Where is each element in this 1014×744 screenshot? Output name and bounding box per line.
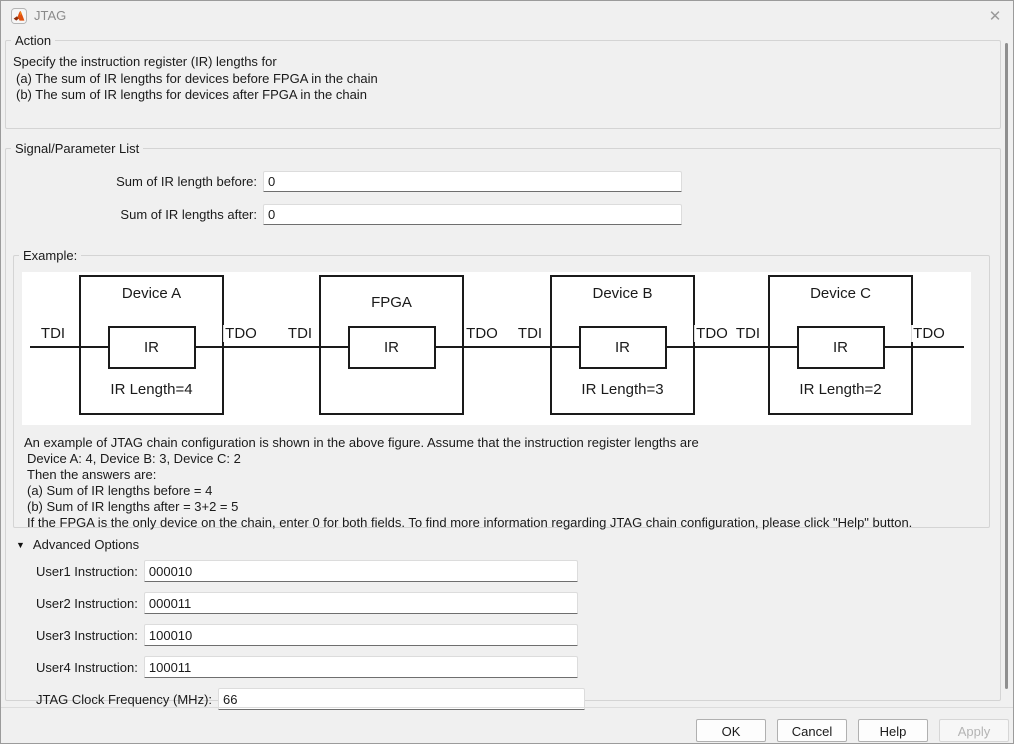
device-b-name: Device B <box>592 285 653 302</box>
close-button[interactable]: ✕ <box>983 5 1007 27</box>
window-title: JTAG <box>34 8 67 23</box>
tdi-label: TDI <box>285 325 315 342</box>
example-note-line: If the FPGA is the only device on the ch… <box>27 515 913 530</box>
tdo-label: TDO <box>464 325 500 342</box>
example-group: Example: Device A IR IR Length=4 FPGA IR <box>13 248 990 531</box>
close-icon: ✕ <box>988 8 1002 25</box>
example-note-line: (b) Sum of IR lengths after = 3+2 = 5 <box>27 499 239 514</box>
example-note-line: Device A: 4, Device B: 3, Device C: 2 <box>27 451 241 466</box>
user3-instruction-row: User3 Instruction: <box>36 624 578 646</box>
matlab-icon <box>11 8 27 24</box>
fpga-name: FPGA <box>371 294 412 311</box>
user3-instruction-label: User3 Instruction: <box>36 627 138 643</box>
action-text-line: (b) The sum of IR lengths for devices af… <box>16 87 367 102</box>
example-notes: An example of JTAG chain configuration i… <box>24 435 912 531</box>
example-note-line: (a) Sum of IR lengths before = 4 <box>27 483 213 498</box>
tdo-label: TDO <box>911 325 947 342</box>
tdi-label: TDI <box>515 325 545 342</box>
jtag-clock-frequency-row: JTAG Clock Frequency (MHz): <box>36 688 586 710</box>
fpga-ir-box: IR <box>347 326 436 369</box>
user2-instruction-input[interactable] <box>143 592 578 614</box>
device-a-ir-box: IR <box>107 326 196 369</box>
jtag-clock-frequency-label: JTAG Clock Frequency (MHz): <box>36 691 213 707</box>
device-b-ir-length: IR Length=3 <box>581 381 664 398</box>
ir-after-row: Sum of IR lengths after: <box>11 204 682 225</box>
help-button[interactable]: Help <box>858 719 928 742</box>
ir-before-label: Sum of IR length before: <box>116 174 257 189</box>
jtag-chain-diagram: Device A IR IR Length=4 FPGA IR Device B… <box>22 272 971 425</box>
action-group-legend: Action <box>15 33 52 48</box>
signal-parameter-legend: Signal/Parameter List <box>15 141 140 156</box>
example-note-line: An example of JTAG chain configuration i… <box>24 435 699 450</box>
tdo-label: TDO <box>223 325 259 342</box>
ok-button[interactable]: OK <box>696 719 766 742</box>
action-group: Action Specify the instruction register … <box>5 33 1001 129</box>
tdi-label: TDI <box>38 325 68 342</box>
tdo-label: TDO <box>694 325 730 342</box>
example-legend: Example: <box>23 248 78 263</box>
ir-after-input[interactable] <box>263 204 682 225</box>
fpga-box: FPGA IR <box>319 275 464 415</box>
user4-instruction-label: User4 Instruction: <box>36 659 138 675</box>
device-c-ir-box: IR <box>796 326 885 369</box>
device-c-ir-length: IR Length=2 <box>799 381 882 398</box>
user2-instruction-label: User2 Instruction: <box>36 595 138 611</box>
signal-parameter-group: Signal/Parameter List Sum of IR length b… <box>5 141 1001 710</box>
jtag-clock-frequency-input[interactable] <box>218 688 586 710</box>
user4-instruction-input[interactable] <box>143 656 578 678</box>
advanced-options-toggle[interactable]: ▼ Advanced Options <box>16 537 139 552</box>
user1-instruction-row: User1 Instruction: <box>36 560 578 582</box>
cancel-button[interactable]: Cancel <box>777 719 847 742</box>
device-a-box: Device A IR IR Length=4 <box>79 275 224 415</box>
device-a-name: Device A <box>121 285 182 302</box>
device-c-box: Device C IR IR Length=2 <box>768 275 913 415</box>
action-text-line: Specify the instruction register (IR) le… <box>13 54 277 69</box>
collapse-triangle-icon: ▼ <box>16 539 25 550</box>
advanced-options-label: Advanced Options <box>32 537 140 552</box>
bottom-separator <box>1 707 1013 708</box>
tdi-label: TDI <box>733 325 763 342</box>
user1-instruction-label: User1 Instruction: <box>36 563 138 579</box>
ir-after-label: Sum of IR lengths after: <box>120 207 257 222</box>
apply-button[interactable]: Apply <box>939 719 1009 742</box>
user4-instruction-row: User4 Instruction: <box>36 656 578 678</box>
device-b-ir-box: IR <box>578 326 667 369</box>
user1-instruction-input[interactable] <box>143 560 578 582</box>
device-a-ir-length: IR Length=4 <box>110 381 193 398</box>
example-note-line: Then the answers are: <box>27 467 157 482</box>
ir-before-row: Sum of IR length before: <box>11 171 682 192</box>
ir-before-input[interactable] <box>263 171 682 192</box>
user3-instruction-input[interactable] <box>143 624 578 646</box>
title-bar: JTAG ✕ <box>1 1 1013 31</box>
device-c-name: Device C <box>810 285 871 302</box>
action-text-line: (a) The sum of IR lengths for devices be… <box>16 70 378 86</box>
vertical-scrollbar-thumb[interactable] <box>1005 43 1008 689</box>
device-b-box: Device B IR IR Length=3 <box>550 275 695 415</box>
user2-instruction-row: User2 Instruction: <box>36 592 578 614</box>
chain-line <box>30 346 964 348</box>
action-text: Specify the instruction register (IR) le… <box>6 48 1000 104</box>
